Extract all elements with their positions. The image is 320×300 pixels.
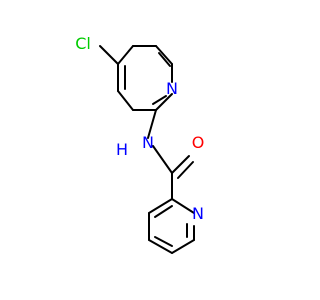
bond — [154, 205, 173, 218]
bond — [155, 45, 173, 65]
bond — [152, 145, 173, 174]
atom-labels: Cl N H N O N — [75, 34, 204, 223]
bonds — [99, 45, 195, 254]
carbonyl-oxygen-label: O — [192, 133, 205, 152]
amide-hydrogen-label: H — [116, 140, 128, 159]
bond — [171, 155, 190, 174]
bond — [148, 198, 173, 214]
molecule-structure: Cl N H N O N — [75, 34, 204, 254]
bond — [171, 198, 195, 214]
bond — [117, 90, 134, 111]
bond — [177, 161, 194, 179]
bond — [154, 236, 173, 247]
bond — [147, 109, 157, 139]
bond — [99, 45, 119, 65]
amide-nitrogen-label: N — [142, 133, 154, 152]
bond — [152, 95, 167, 105]
chlorine-label: Cl — [75, 34, 91, 53]
bond — [117, 45, 134, 65]
bond — [158, 52, 171, 67]
ring-nitrogen-label: N — [166, 79, 178, 98]
bond — [171, 239, 195, 254]
bond — [155, 93, 173, 111]
bond — [148, 239, 173, 254]
ring-nitrogen-label: N — [192, 204, 204, 223]
